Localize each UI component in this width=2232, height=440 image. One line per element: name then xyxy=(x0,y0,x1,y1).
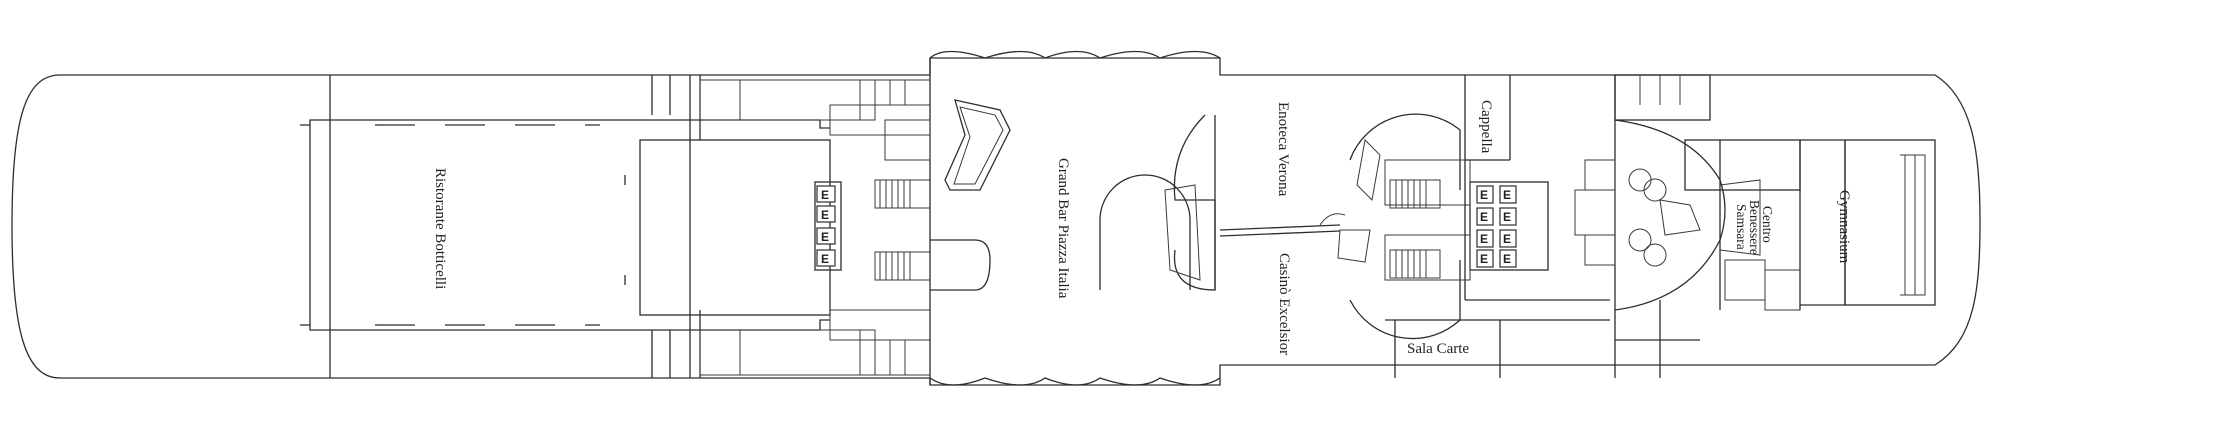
room-label-sala-carte: Sala Carte xyxy=(1407,341,1469,357)
elevator-label: E xyxy=(821,188,829,202)
elevator-icon: E xyxy=(1499,185,1517,204)
elevator-icon: E xyxy=(1476,207,1494,226)
elevator-label: E xyxy=(821,252,829,266)
elevator-label: E xyxy=(821,208,829,222)
elevator-bank-fwd: E E E E E E E E xyxy=(1469,181,1549,271)
room-label-spa-line-3: Samsara xyxy=(1734,204,1749,250)
elevator-label: E xyxy=(1480,188,1488,202)
elevator-label: E xyxy=(1480,232,1488,246)
room-label-cappella: Cappella xyxy=(1478,100,1494,154)
gymnasium-area xyxy=(1800,139,1936,306)
elevator-icon: E xyxy=(816,249,836,267)
elevator-label: E xyxy=(821,230,829,244)
room-label-casino-excelsior: Casinò Excelsior xyxy=(1276,253,1292,355)
elevator-bank-aft: E E E E xyxy=(814,181,842,271)
stairwell-aft xyxy=(874,179,991,291)
elevator-icon: E xyxy=(1499,249,1517,268)
room-label-gymnasium: Gymnasium xyxy=(1836,190,1852,264)
hull-outline xyxy=(11,50,1981,386)
stairwell-fwd xyxy=(1384,159,1471,281)
elevator-icon: E xyxy=(816,227,836,245)
room-label-enoteca-verona: Enoteca Verona xyxy=(1275,102,1291,197)
elevator-icon: E xyxy=(1476,229,1494,248)
casino-area xyxy=(1219,75,1610,378)
elevator-label: E xyxy=(1480,252,1488,266)
elevator-icon: E xyxy=(1499,207,1517,226)
elevator-icon: E xyxy=(1476,249,1494,268)
elevator-icon: E xyxy=(1476,185,1494,204)
elevator-icon: E xyxy=(816,185,836,203)
elevator-icon: E xyxy=(816,205,836,223)
spa-area xyxy=(1574,74,1801,378)
elevator-label: E xyxy=(1503,210,1511,224)
restaurant-area xyxy=(300,75,831,378)
room-label-spa-line-1: Centro xyxy=(1760,206,1775,243)
elevator-label: E xyxy=(1503,188,1511,202)
room-label-grand-bar-piazza-italia: Grand Bar Piazza Italia xyxy=(1055,158,1071,299)
elevator-icon: E xyxy=(1499,229,1517,248)
elevator-label: E xyxy=(1480,210,1488,224)
elevator-label: E xyxy=(1503,252,1511,266)
elevator-label: E xyxy=(1503,232,1511,246)
room-label-spa-line-2: Benessere xyxy=(1747,200,1762,255)
room-label-ristorante-botticelli: Ristorante Botticelli xyxy=(432,168,448,289)
grand-bar-area xyxy=(884,58,1216,385)
